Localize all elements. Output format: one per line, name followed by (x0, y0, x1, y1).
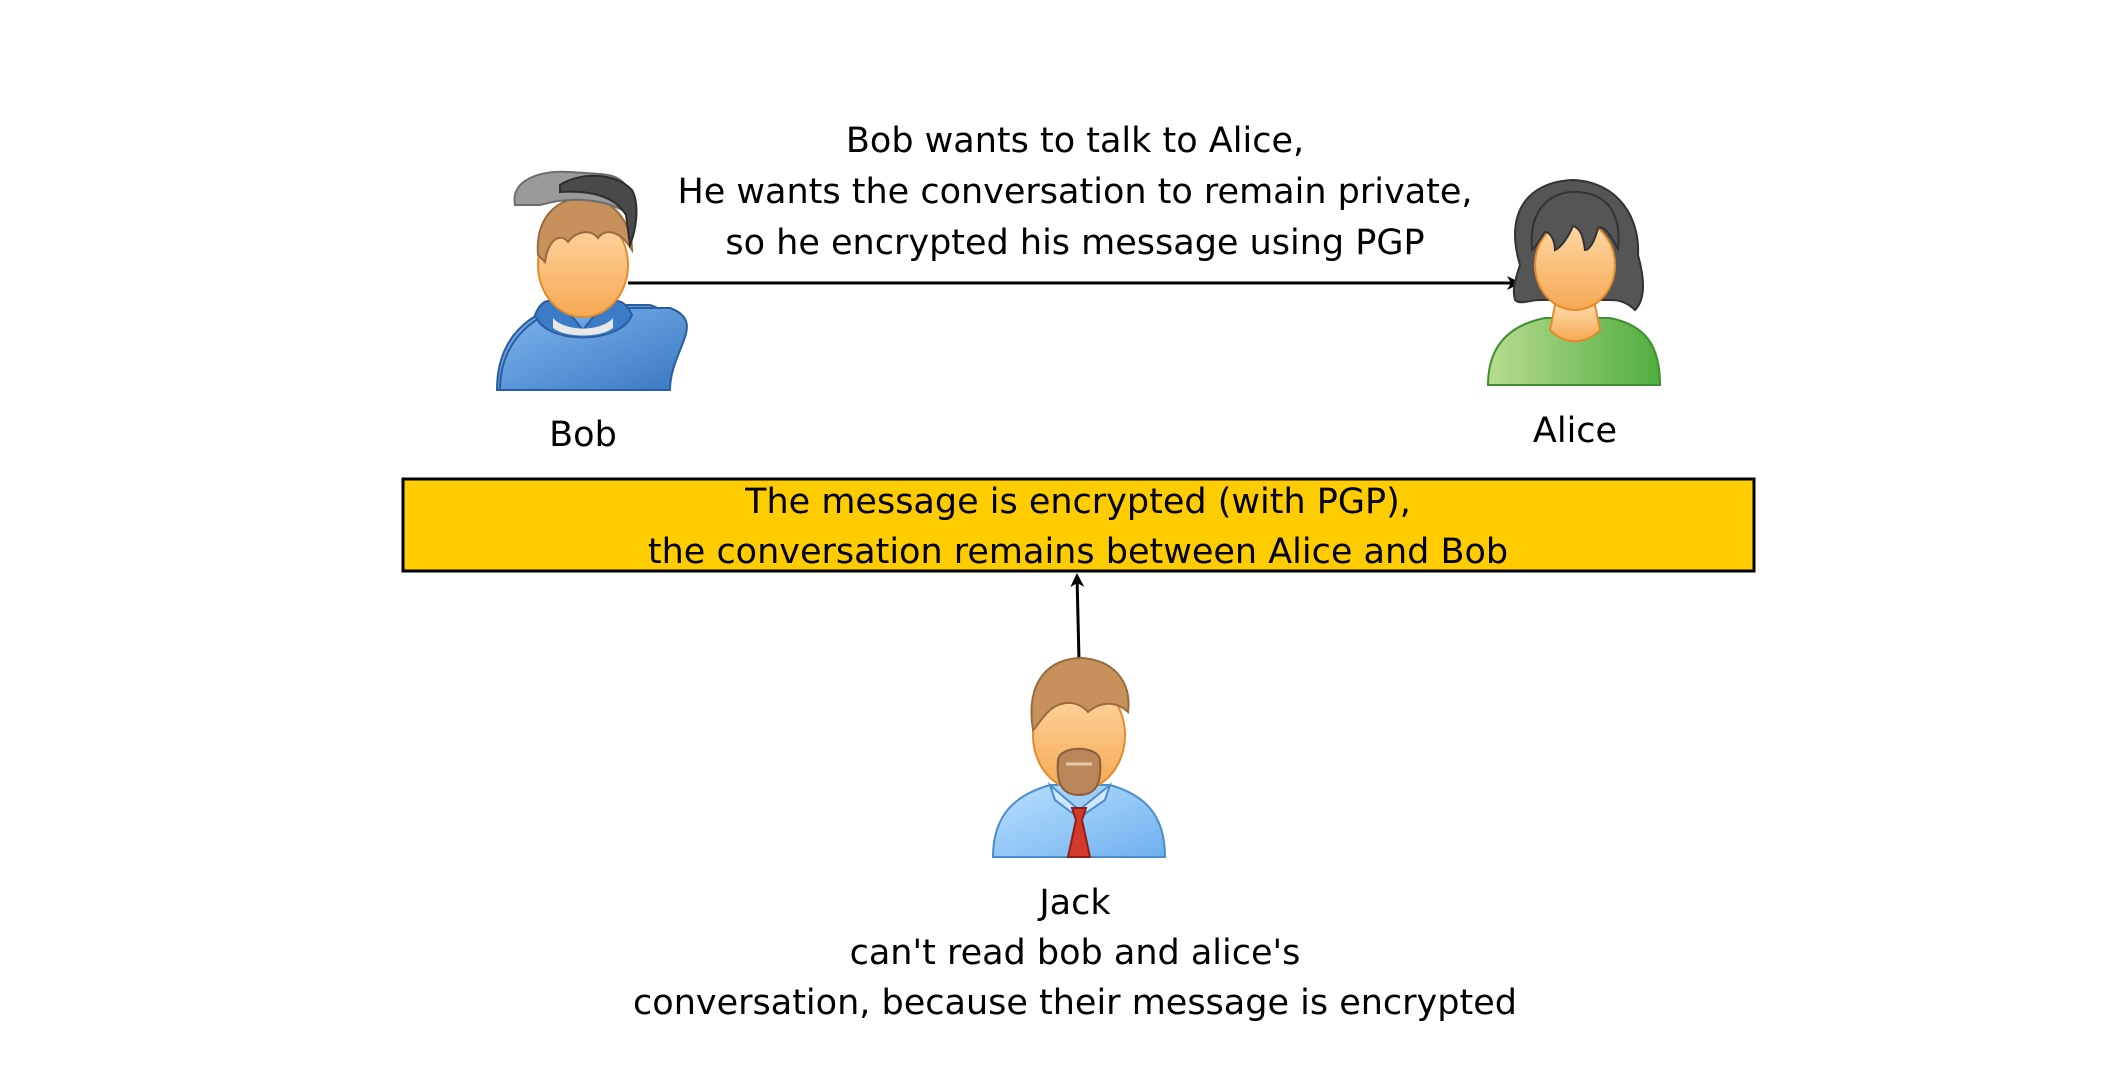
jack-label: Jack (1037, 883, 1111, 923)
status-box-line-1: The message is encrypted (with PGP), (744, 482, 1411, 522)
actor-bob: Bob (495, 170, 688, 455)
arrow-jack-to-box (1070, 573, 1085, 661)
jack-caption-line-1: can't read bob and alice's (850, 933, 1301, 973)
status-box-line-2: the conversation remains between Alice a… (648, 532, 1508, 572)
top-note: Bob wants to talk to Alice, He wants the… (677, 121, 1472, 263)
top-note-line-1: Bob wants to talk to Alice, (846, 121, 1304, 161)
actor-alice: Alice (1486, 178, 1662, 451)
top-note-line-2: He wants the conversation to remain priv… (677, 172, 1472, 212)
encrypted-status-box: The message is encrypted (with PGP), the… (401, 477, 1756, 573)
alice-label: Alice (1533, 411, 1617, 451)
status-box-background (401, 477, 1756, 573)
actor-jack: Jack can't read bob and alice's conversa… (633, 656, 1517, 1023)
user-tie-beard-icon (991, 656, 1167, 858)
user-cap-hoodie-icon (495, 170, 688, 391)
jack-caption-line-2: conversation, because their message is e… (633, 983, 1517, 1023)
user-female-icon (1486, 178, 1662, 386)
top-note-line-3: so he encrypted his message using PGP (725, 223, 1424, 263)
bob-label: Bob (549, 415, 617, 455)
